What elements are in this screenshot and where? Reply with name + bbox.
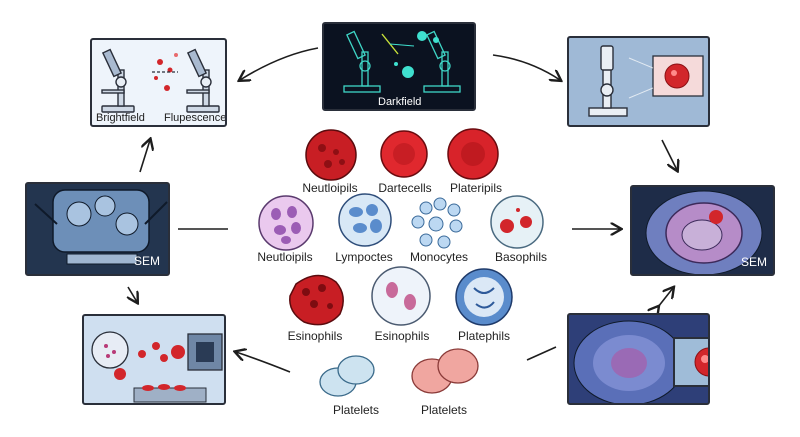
label-cell-row1-3: Plateripils bbox=[449, 181, 503, 195]
label-cell-row2-3: Monocytes bbox=[409, 250, 469, 264]
microscope-icon bbox=[101, 48, 135, 113]
label-cell-row4-1: Platelets bbox=[332, 403, 380, 417]
cell-red-blood-cell-1 bbox=[380, 130, 428, 178]
label-cell-row2-4: Basophils bbox=[494, 250, 548, 264]
label-cell-row3-1: Esinophils bbox=[287, 329, 343, 343]
arrow-darkfield-to-brightfield bbox=[240, 47, 319, 80]
label-cell-row1-1: Neutloipils bbox=[302, 181, 358, 195]
sem-cell-illustration bbox=[645, 190, 763, 274]
label-cell-row4-2: Platelets bbox=[420, 403, 468, 417]
cell-eosinophil-light bbox=[371, 266, 431, 326]
microscope-viewer-illustration bbox=[588, 45, 704, 117]
arrow-topright-to-sem bbox=[661, 139, 677, 170]
arrow-sem-to-brightfield bbox=[139, 140, 150, 173]
panel-sem-instrument: SEM bbox=[25, 182, 170, 276]
arrow-darkfield-to-topright bbox=[492, 54, 560, 80]
microscope-icon bbox=[186, 48, 220, 113]
microscope-icon bbox=[343, 30, 381, 93]
label-brightfield: Brightfield bbox=[96, 112, 145, 124]
cell-platelets-pink bbox=[411, 348, 479, 394]
label-darkfield: Darkfield bbox=[378, 96, 422, 108]
cell-neutrophil-purple bbox=[258, 195, 314, 251]
cell-neutrophil-red-1 bbox=[305, 129, 357, 181]
panel-microscope-viewer bbox=[567, 36, 710, 127]
cell-closeup-illustration bbox=[573, 320, 685, 403]
flow-analyzer-illustration bbox=[91, 331, 223, 403]
label-cell-row3-3: Platephils bbox=[457, 329, 511, 343]
panel-brightfield-fluorescence: Brightfield Flupescence bbox=[90, 38, 227, 127]
microscope-icon bbox=[423, 30, 461, 93]
cell-eosinophil-red bbox=[289, 274, 344, 326]
panel-cell-closeup bbox=[567, 313, 710, 405]
microscope-icon bbox=[588, 45, 628, 117]
inset-cell-image bbox=[694, 347, 708, 377]
label-cell-row1-2: Dartecells bbox=[378, 181, 432, 195]
panel-darkfield: Darkfield bbox=[322, 22, 476, 111]
panel-flow-analyzer bbox=[82, 314, 226, 405]
label-cell-row2-1: Neutloipils bbox=[257, 250, 313, 264]
arrow-cells-to-bottomleft bbox=[236, 352, 291, 373]
microscope-pair-illustration bbox=[101, 48, 220, 113]
inset-monitor bbox=[673, 337, 708, 387]
cell-platephil bbox=[455, 268, 513, 326]
cell-red-blood-cell-2 bbox=[447, 128, 499, 180]
arrow-bidirectional-right bbox=[658, 288, 673, 307]
label-fluorescence: Flupescence bbox=[164, 112, 227, 124]
label-cell-row3-2: Esinophils bbox=[374, 329, 430, 343]
label-sem-right: SEM bbox=[740, 255, 767, 269]
panel-sem-cell: SEM bbox=[630, 185, 775, 276]
cell-lymphocyte bbox=[338, 193, 392, 247]
label-cell-row2-2: Lympoctes bbox=[335, 250, 393, 264]
cell-monocyte bbox=[411, 197, 463, 249]
sem-instrument-illustration bbox=[34, 189, 168, 265]
cell-platelets-blue bbox=[319, 355, 375, 397]
darkfield-illustration bbox=[343, 30, 461, 93]
label-sem-left: SEM bbox=[133, 254, 160, 268]
cell-basophil bbox=[490, 195, 544, 249]
line-bottomright bbox=[526, 346, 557, 361]
arrow-sem-to-bottomleft bbox=[128, 286, 137, 302]
